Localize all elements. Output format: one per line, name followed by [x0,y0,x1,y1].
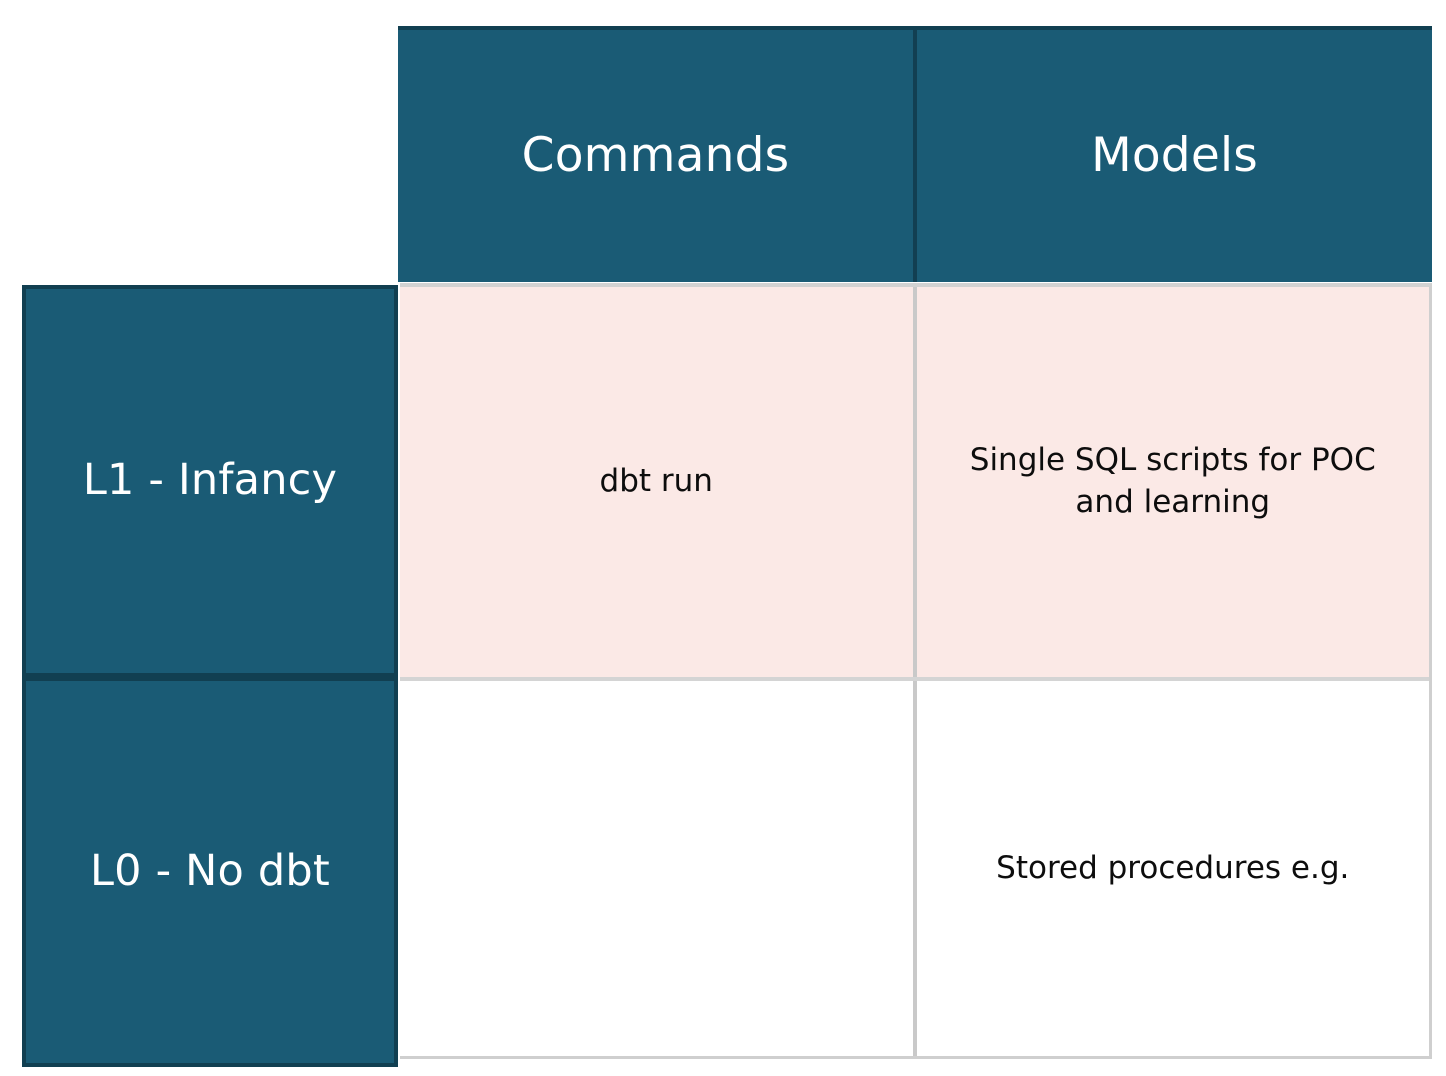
matrix-body-table: dbt run Single SQL scripts for POC and l… [400,283,1432,1059]
column-header-models: Models [913,30,1432,282]
row-header-l1-infancy: L1 - Infancy [22,285,398,677]
cell-l1-models-text: Single SQL scripts for POC and learning [969,442,1376,520]
cell-l0-commands [400,681,913,1056]
row-header-l0-no-dbt-label: L0 - No dbt [90,846,330,897]
column-header-models-label: Models [1091,128,1258,184]
table-row-l1: dbt run Single SQL scripts for POC and l… [400,287,1429,677]
cell-l0-models-text: Stored procedures e.g. [996,849,1350,886]
row-header-l0-no-dbt: L0 - No dbt [22,677,398,1067]
table-row-l0: Stored procedures e.g. [400,676,1430,1056]
column-header-commands: Commands [398,30,913,282]
column-header-band: Commands Models [398,26,1432,282]
cell-l1-commands: dbt run [400,287,913,677]
column-header-commands-label: Commands [521,128,790,184]
cell-l1-models: Single SQL scripts for POC and learning [912,287,1430,677]
cell-l1-commands-text: dbt run [599,463,713,500]
row-header-l1-infancy-label: L1 - Infancy [82,455,338,506]
cell-l0-models: Stored procedures e.g. [912,680,1430,1056]
